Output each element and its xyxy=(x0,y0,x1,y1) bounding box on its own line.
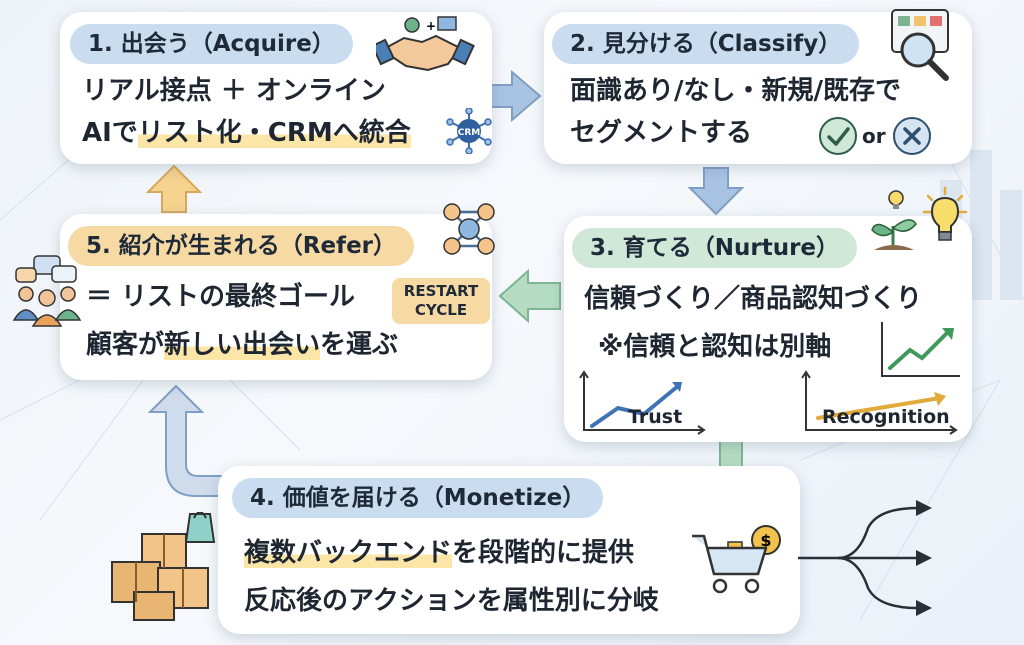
step-classify-card: 2. 見分ける（Classify） 面識あり/なし・新規/既存で セグメントする… xyxy=(544,9,972,164)
step-acquire-title: 1. 出会う（Acquire） xyxy=(70,24,353,64)
arrow-monetize-to-refer xyxy=(147,384,237,497)
branch-arrows-icon xyxy=(798,500,932,616)
people-chat-icon xyxy=(12,255,82,327)
step-acquire-line1: リアル接点 ＋ オンライン xyxy=(82,76,386,106)
svg-text:+: + xyxy=(426,19,436,33)
step-refer-card: 5. 紹介が生まれる（Refer） ＝ リストの最終ゴール 顧客が新しい出会いを… xyxy=(60,203,495,380)
svg-text:$: $ xyxy=(760,531,771,550)
arrow-nurture-to-refer xyxy=(498,268,561,324)
boxes-icon xyxy=(111,512,216,621)
lightbulb-icon xyxy=(922,186,968,241)
step-monetize-line2: 反応後のアクションを属性別に分岐 xyxy=(244,586,659,616)
arrow-acquire-to-classify xyxy=(483,69,542,123)
step-classify-title: 2. 見分ける（Classify） xyxy=(552,24,860,64)
step-refer-title: 5. 紹介が生まれる（Refer） xyxy=(68,226,415,266)
step-nurture-card: 3. 育てる（Nurture） 信頼づくり／商品認知づくり ※信頼と認知は別軸 … xyxy=(564,186,972,442)
recognition-chart xyxy=(801,370,958,435)
step-monetize-card: 4. 価値を届ける（Monetize） 複数バックエンドを段階的に提供 反応後の… xyxy=(218,466,800,634)
magnifier-icon xyxy=(891,9,949,81)
svg-text:CRM: CRM xyxy=(458,128,481,138)
step-refer-line1: ＝ リストの最終ゴール xyxy=(86,282,356,312)
trust-chart xyxy=(579,370,706,435)
step-acquire-card: 1. 出会う（Acquire） リアル接点 ＋ オンライン AIでリスト化・CR… xyxy=(60,12,492,164)
trust-chart-label: Trust xyxy=(628,406,683,428)
step-monetize-title: 4. 価値を届ける（Monetize） xyxy=(232,478,604,518)
shopping-cart-icon: $ xyxy=(692,525,781,594)
handshake-icon: + xyxy=(376,16,475,72)
step-classify-line1: 面識あり/なし・新規/既存で xyxy=(570,76,901,106)
arrow-classify-to-nurture xyxy=(687,167,745,216)
restart-cycle-badge: RESTART CYCLE xyxy=(392,278,490,324)
growth-chart xyxy=(881,322,960,377)
sprout-icon xyxy=(871,190,917,250)
step-nurture-line1: 信頼づくり／商品認知づくり xyxy=(584,284,923,314)
cross-icon xyxy=(893,117,931,155)
step-acquire-line2: AIでリスト化・CRMへ統合 xyxy=(82,118,411,148)
arrow-refer-to-acquire xyxy=(145,164,203,213)
step-nurture-line2: ※信頼と認知は別軸 xyxy=(598,332,832,362)
recognition-chart-label: Recognition xyxy=(822,406,950,428)
or-label: or xyxy=(862,124,886,148)
referral-network-icon xyxy=(443,203,495,255)
step-classify-line2: セグメントする xyxy=(570,118,753,148)
check-icon xyxy=(819,117,857,155)
step-refer-line2: 顧客が新しい出会いを運ぶ xyxy=(86,330,399,360)
step-monetize-line1: 複数バックエンドを段階的に提供 xyxy=(244,538,635,568)
crm-network-icon: CRM xyxy=(446,108,492,154)
step-nurture-title: 3. 育てる（Nurture） xyxy=(572,228,858,268)
